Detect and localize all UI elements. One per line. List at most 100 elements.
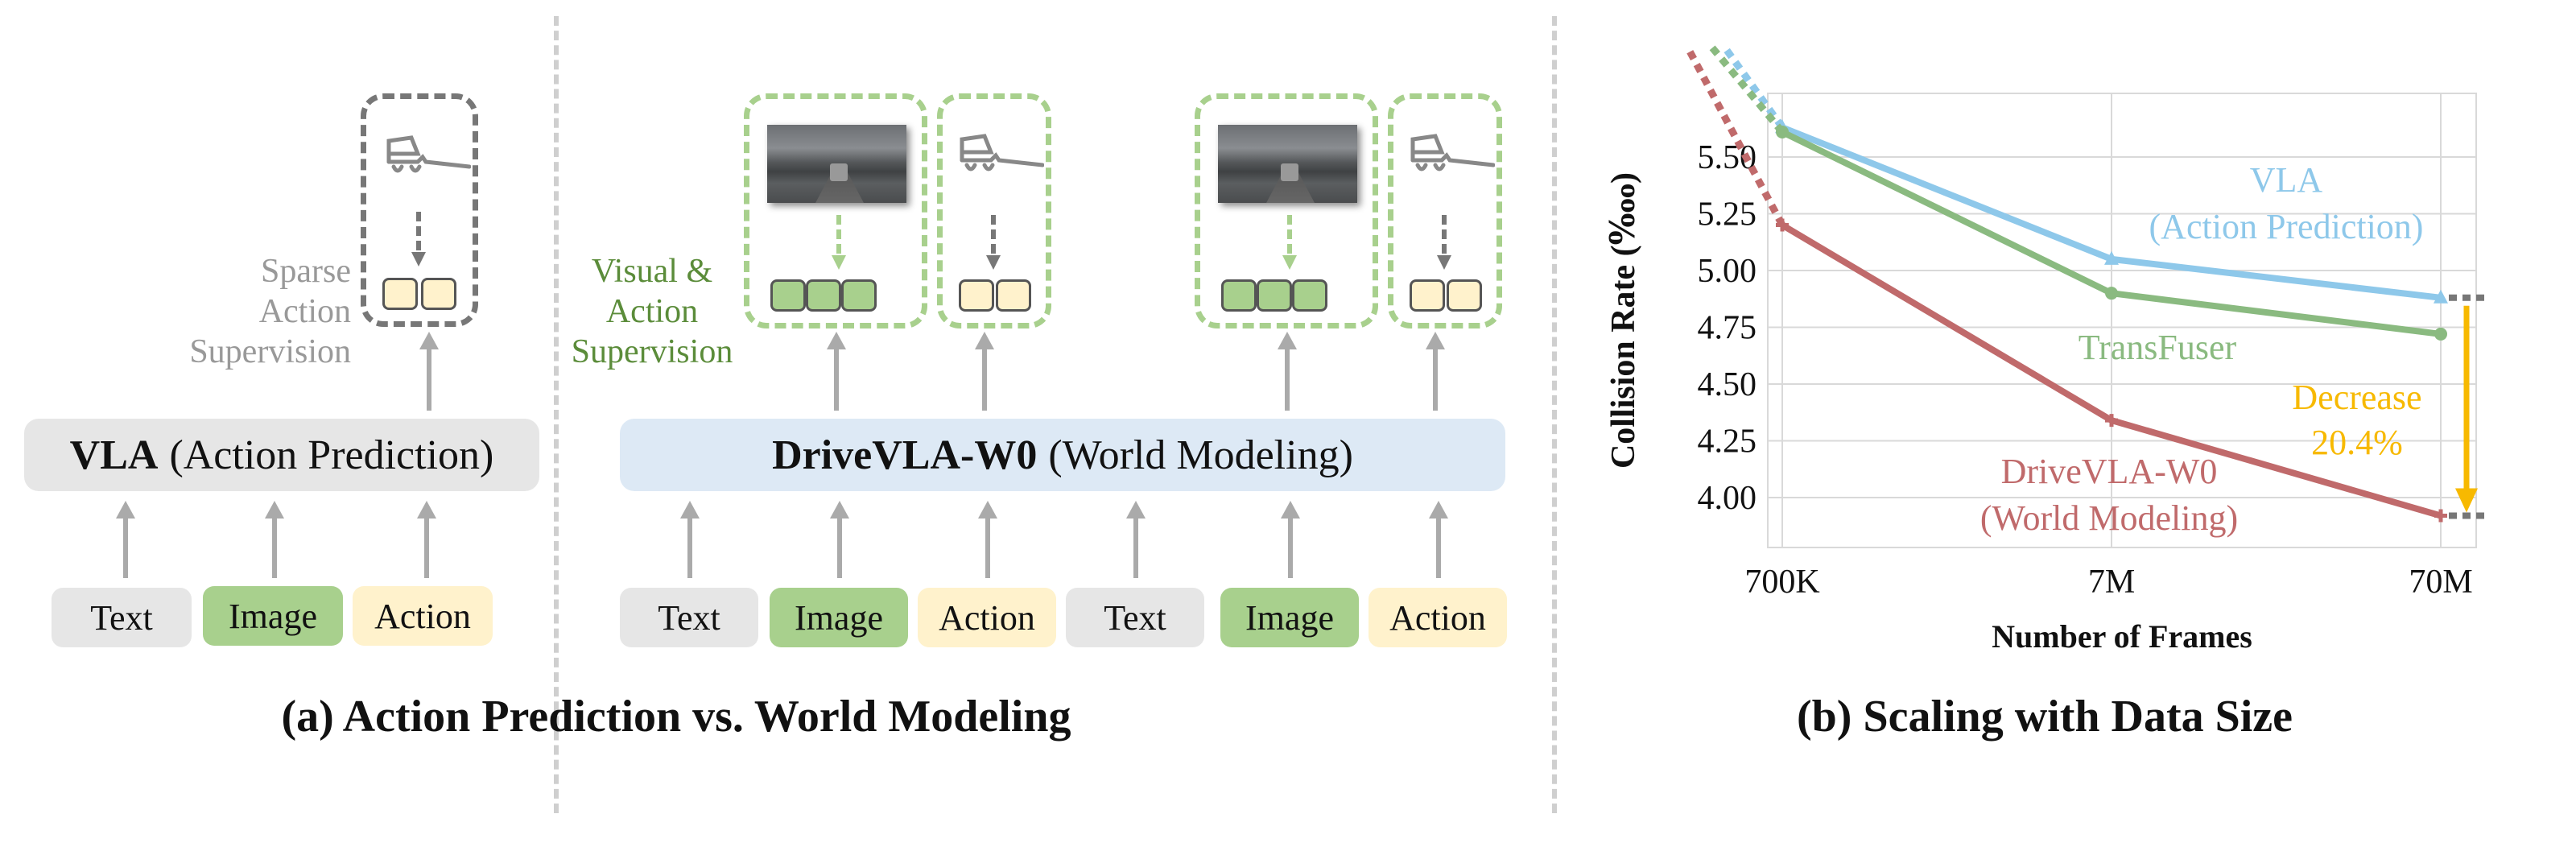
- caption-a: (a) Action Prediction vs. World Modeling: [281, 692, 1071, 742]
- action-supervision-box: [1388, 93, 1502, 328]
- action-token-square: [1447, 279, 1482, 312]
- token-image: Image: [1220, 588, 1359, 647]
- action-token-square: [996, 279, 1031, 312]
- image-token-square: [1257, 279, 1292, 312]
- token-action: Action: [918, 588, 1056, 647]
- y-tick-label: 4.75: [1698, 309, 1757, 346]
- up-arrow-icon: [419, 332, 439, 411]
- visual-action-supervision-label: Visual & Action Supervision: [564, 251, 741, 372]
- data-point: [2434, 509, 2447, 523]
- token-text: Text: [1066, 588, 1204, 647]
- series-label: DriveVLA-W0: [2001, 452, 2218, 491]
- drivevla-model-box: DriveVLA-W0(World Modeling): [620, 419, 1505, 491]
- action-token-square: [1410, 279, 1445, 312]
- lead-vehicle: [830, 163, 848, 181]
- up-arrow-icon: [680, 501, 700, 578]
- series-label: (Action Prediction): [2149, 207, 2424, 246]
- token-text: Text: [620, 588, 758, 647]
- car-trajectory-icon: [1406, 128, 1496, 188]
- image-token-square: [1292, 279, 1327, 312]
- y-axis-label: Collision Rate (‱): [1605, 172, 1642, 469]
- model-desc: (World Modeling): [1048, 432, 1353, 478]
- decrease-label: Decrease: [2292, 378, 2421, 417]
- token-image: Image: [770, 588, 908, 647]
- series-label: TransFuser: [2079, 328, 2237, 367]
- driving-camera-image: [767, 125, 906, 203]
- data-point: [2104, 250, 2119, 265]
- data-point: [2105, 287, 2118, 300]
- data-point: [2434, 289, 2448, 304]
- caption-b: (b) Scaling with Data Size: [1797, 692, 2293, 742]
- up-arrow-icon: [827, 332, 846, 411]
- dashed-arrow-icon: [832, 215, 846, 270]
- label-line: Action: [258, 293, 351, 330]
- y-tick-label: 4.25: [1698, 423, 1757, 460]
- image-token-square: [841, 279, 877, 312]
- image-token-square: [806, 279, 841, 312]
- up-arrow-icon: [975, 332, 994, 411]
- up-arrow-icon: [978, 501, 997, 578]
- action-supervision-box: [937, 93, 1051, 328]
- label-line: Supervision: [571, 333, 733, 370]
- data-point: [2434, 327, 2447, 341]
- x-tick-label: 700K: [1744, 564, 1819, 601]
- up-arrow-icon: [830, 501, 849, 578]
- up-arrow-icon: [1281, 501, 1300, 578]
- plot-frame: [1767, 93, 2477, 548]
- series-label: VLA: [2250, 160, 2323, 200]
- action-supervision-box: [361, 93, 478, 327]
- extrapolation-line: [1708, 44, 1785, 134]
- label-line: Sparse: [261, 253, 351, 290]
- image-token-square: [1221, 279, 1257, 312]
- vla-model-box: VLA(Action Prediction): [24, 419, 539, 491]
- y-tick-label: 5.00: [1698, 253, 1757, 290]
- label-line: Supervision: [189, 333, 351, 370]
- x-tick-label: 70M: [2409, 564, 2472, 601]
- x-tick-label: 7M: [2088, 564, 2135, 601]
- label-line: Visual &: [591, 253, 713, 290]
- panel-divider: [554, 16, 559, 813]
- decrease-arrow-head: [2455, 488, 2478, 513]
- car-trajectory-icon: [382, 130, 472, 190]
- action-token-square: [382, 278, 418, 310]
- decrease-label: 20.4%: [2311, 423, 2403, 462]
- up-arrow-icon: [1426, 332, 1445, 411]
- label-line: Action: [605, 293, 699, 330]
- data-point: [1776, 125, 1789, 138]
- token-text: Text: [52, 588, 192, 647]
- car-trajectory-icon: [956, 128, 1045, 188]
- action-token-square: [421, 278, 456, 310]
- model-name: VLA: [69, 432, 159, 478]
- dashed-arrow-icon: [411, 212, 426, 266]
- lead-vehicle: [1281, 163, 1298, 181]
- driving-camera-image: [1218, 125, 1357, 203]
- up-arrow-icon: [1429, 501, 1448, 578]
- model-name: DriveVLA-W0: [772, 432, 1038, 478]
- token-action: Action: [1368, 588, 1507, 647]
- dashed-arrow-icon: [1437, 215, 1451, 270]
- y-tick-label: 4.00: [1698, 480, 1757, 517]
- series-label: (World Modeling): [1980, 498, 2238, 538]
- model-desc: (Action Prediction): [169, 432, 494, 478]
- up-arrow-icon: [417, 501, 436, 578]
- token-action: Action: [353, 586, 493, 646]
- action-token-square: [959, 279, 994, 312]
- dashed-arrow-icon: [986, 215, 1001, 270]
- visual-supervision-box: [744, 93, 927, 328]
- extrapolation-line: [1684, 44, 1785, 227]
- up-arrow-icon: [1126, 501, 1146, 578]
- up-arrow-icon: [116, 501, 135, 578]
- data-point: [2105, 414, 2118, 428]
- image-token-square: [770, 279, 806, 312]
- x-axis-label: Number of Frames: [1992, 618, 2252, 655]
- up-arrow-icon: [1278, 332, 1297, 411]
- panel-divider: [1552, 16, 1557, 813]
- y-tick-label: 4.50: [1698, 366, 1757, 403]
- visual-supervision-box: [1195, 93, 1378, 328]
- sparse-supervision-label: Sparse Action Supervision: [161, 251, 351, 372]
- data-point: [1776, 218, 1789, 232]
- dashed-arrow-icon: [1282, 215, 1297, 270]
- up-arrow-icon: [265, 501, 284, 578]
- y-tick-label: 5.25: [1698, 196, 1757, 233]
